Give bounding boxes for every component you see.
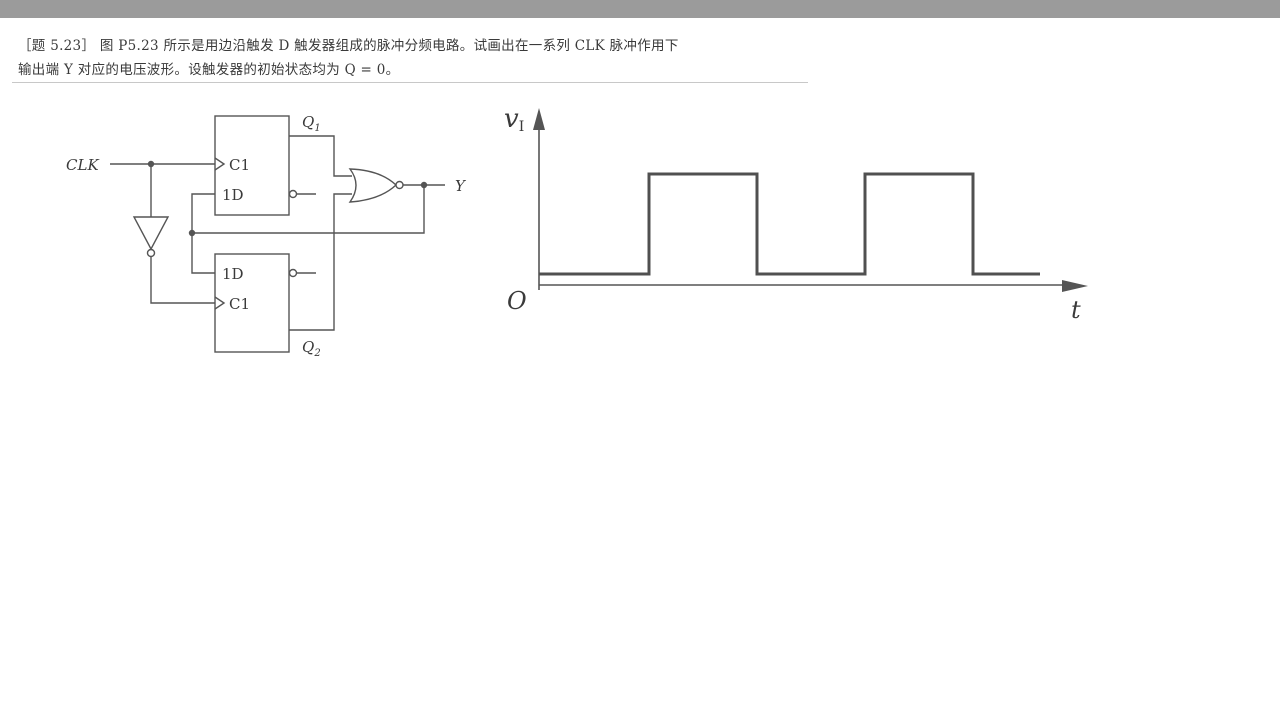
ff1-clock-pin-label: C1 xyxy=(229,156,250,174)
x-axis-arrow xyxy=(1062,280,1088,292)
problem-statement: ［题 5.23］ 图 P5.23 所示是用边沿触发 D 触发器组成的脉冲分频电路… xyxy=(18,34,808,82)
flipflop-1 xyxy=(214,115,290,216)
ff2-qbar-bubble xyxy=(288,268,298,278)
ff1-d-wire xyxy=(191,193,215,233)
ff1-data-pin-label: 1D xyxy=(222,186,244,204)
ff1-qbar-bubble xyxy=(288,189,298,199)
ff2-d-wire xyxy=(191,233,215,274)
y-axis-arrow xyxy=(533,108,545,130)
waveform-plot: vI O t xyxy=(504,104,1088,324)
inverter-bubble xyxy=(146,248,156,258)
q1-wire xyxy=(289,135,352,177)
nor-bubble xyxy=(395,180,404,190)
q2-label: Q2 xyxy=(302,338,321,359)
problem-line-2: 输出端 Y 对应的电压波形。设触发器的初始状态均为 Q = 0。 xyxy=(18,62,400,78)
ff2-clock-triangle xyxy=(214,296,226,310)
feedback-wire xyxy=(192,185,425,234)
q1-label: Q1 xyxy=(302,113,321,134)
output-y-label: Y xyxy=(455,177,467,195)
x-axis-label: t xyxy=(1071,296,1081,324)
y-axis-label: vI xyxy=(504,104,524,135)
inverted-clk-wire xyxy=(150,257,215,304)
ff2-clock-pin-label: C1 xyxy=(229,295,250,313)
square-wave xyxy=(539,172,1040,276)
clk-junction xyxy=(147,160,155,168)
top-bar xyxy=(0,0,1280,18)
ff1-clock-triangle xyxy=(214,157,226,171)
q2-wire xyxy=(289,193,352,331)
origin-label: O xyxy=(507,287,527,315)
divider xyxy=(12,82,808,83)
ff2-data-pin-label: 1D xyxy=(222,265,244,283)
problem-line-1: ［题 5.23］ 图 P5.23 所示是用边沿触发 D 触发器组成的脉冲分频电路… xyxy=(18,38,679,54)
nor-gate xyxy=(348,168,398,203)
inverter-gate xyxy=(132,216,170,251)
circuit-diagram xyxy=(110,115,445,353)
clk-label: CLK xyxy=(66,156,99,174)
